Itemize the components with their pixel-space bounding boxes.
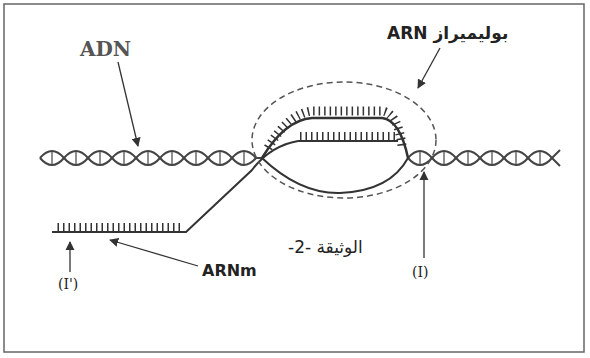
frame (4, 4, 584, 352)
leader-lines (70, 48, 440, 272)
mrna-label: ARNm (200, 262, 259, 280)
polymerase-label: ARN بوليميراز (385, 24, 510, 44)
document-number: الوثيقة -2- (286, 238, 365, 258)
transcription-bubble (262, 111, 408, 193)
callout-number: (I) (410, 264, 430, 280)
callout-number: (I') (56, 276, 80, 292)
dna-helix-right (408, 150, 560, 166)
dna-helix-left (40, 151, 262, 165)
mrna-strand (52, 141, 298, 232)
dashed-circle (252, 82, 436, 198)
dna-label: ADN (78, 38, 133, 61)
